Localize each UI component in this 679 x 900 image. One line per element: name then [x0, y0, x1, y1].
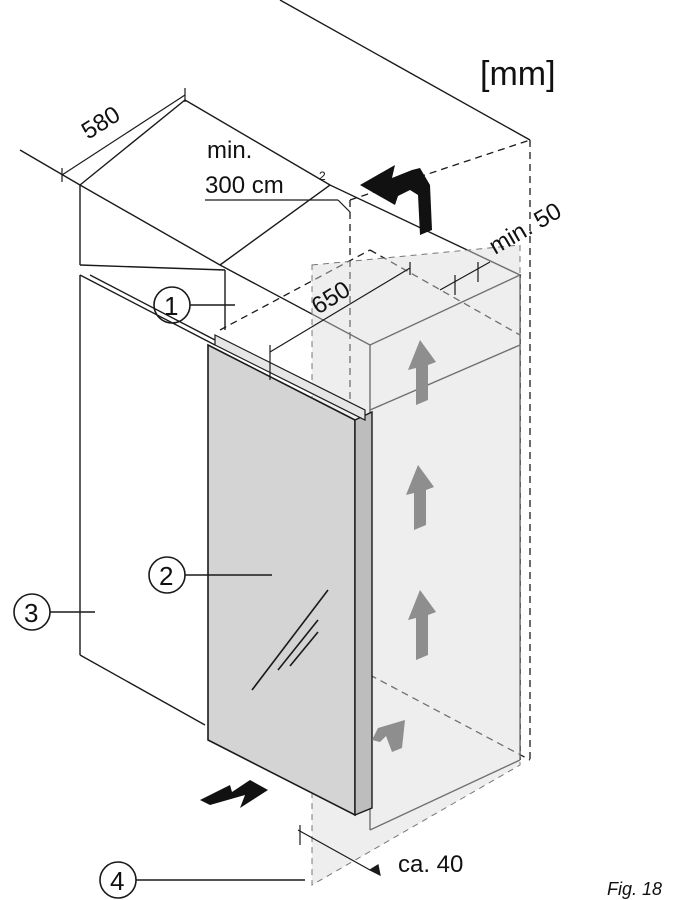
- callout-1-number: 1: [164, 291, 178, 321]
- airflow-arrows: [372, 340, 436, 752]
- niche-dashed-edges: [219, 139, 531, 761]
- airflow-arrow-up-1: [408, 340, 436, 405]
- vent-area-label: 300 cm: [205, 172, 284, 199]
- vent-min-label: min.: [207, 137, 252, 164]
- plinth-gap-label: ca. 40: [398, 851, 463, 878]
- vent-area-sup: 2: [319, 169, 326, 183]
- callouts: [13, 286, 305, 899]
- airflow-arrow-in: [372, 720, 405, 752]
- airflow-arrow-up-2: [406, 465, 434, 530]
- callout-2-number: 2: [159, 561, 173, 591]
- inflow-arrow-icon: [200, 780, 268, 808]
- appliance-door: [207, 334, 373, 817]
- exhaust-arrow-icon: [360, 165, 432, 235]
- dimension-lines: [61, 88, 491, 877]
- airflow-arrow-up-3: [408, 590, 436, 660]
- callout-3-number: 3: [24, 598, 38, 628]
- rear-gap-label: min. 50: [485, 197, 567, 260]
- callout-4-number: 4: [110, 866, 124, 896]
- figure-caption: Fig. 18: [607, 879, 662, 899]
- unit-label: [mm]: [480, 55, 556, 93]
